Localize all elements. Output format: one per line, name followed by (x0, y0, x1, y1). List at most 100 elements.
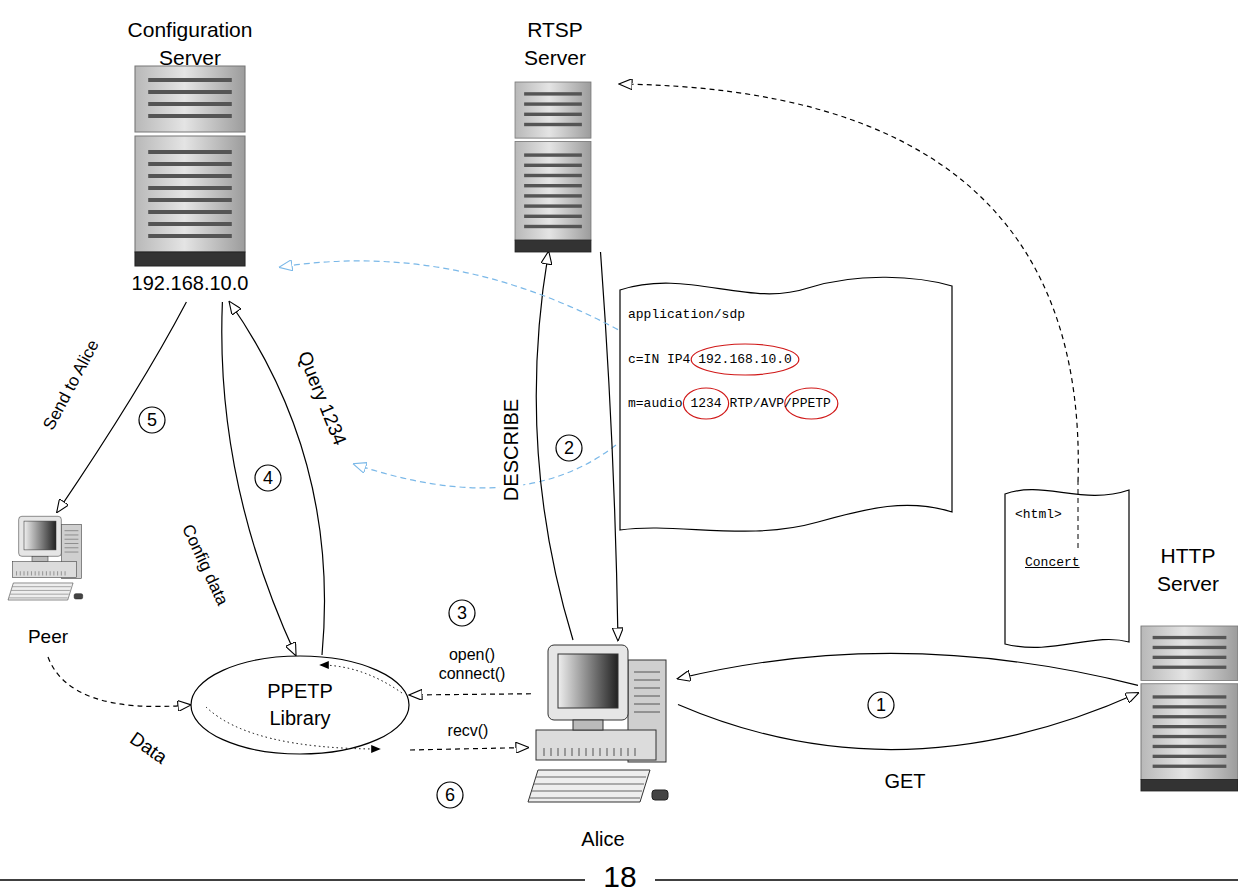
shape (515, 240, 591, 252)
shape (32, 556, 48, 561)
shape (74, 594, 83, 599)
shape (65, 534, 79, 535)
shape (524, 113, 582, 116)
leader-line (354, 445, 616, 488)
shape (1153, 765, 1227, 768)
node-text: Concert (1025, 554, 1080, 572)
edge-label: recv() (445, 721, 492, 740)
page-rule (0, 879, 585, 881)
shape (614, 748, 615, 756)
shape (1153, 725, 1227, 728)
shape (634, 688, 660, 689)
shape (148, 78, 232, 82)
shape (524, 204, 582, 207)
shape (1153, 646, 1227, 649)
server-icon (1141, 626, 1238, 791)
shape (10, 594, 69, 595)
node-text: <html> (1015, 506, 1062, 524)
shape (621, 748, 622, 756)
shape (579, 748, 580, 756)
shape (524, 184, 582, 187)
shape (65, 543, 79, 544)
shape (135, 252, 245, 266)
shape (148, 222, 232, 226)
callout-number: 1 (876, 696, 886, 714)
node-text: Peer (28, 624, 68, 650)
library-outline (190, 655, 410, 755)
shape (19, 516, 62, 556)
shape (528, 770, 650, 802)
node-text: HTTP Server (1143, 542, 1233, 599)
shape (135, 136, 245, 252)
shape (42, 571, 43, 575)
page-rule (655, 879, 1238, 881)
shape (524, 194, 582, 197)
shape (65, 547, 79, 548)
config-server: Configuration Server192.168.10.0 (100, 12, 280, 302)
connector (678, 693, 1138, 750)
shape (530, 798, 640, 799)
connector (410, 694, 531, 695)
edge-label: Config data (175, 519, 233, 612)
shape (524, 123, 582, 126)
shape (1153, 715, 1227, 718)
connector (601, 252, 619, 640)
shape (524, 164, 582, 167)
edge-label: DESCRIBE (499, 396, 523, 504)
shape (515, 142, 591, 241)
connector (678, 653, 1138, 685)
shape (634, 680, 660, 681)
shape (46, 571, 47, 575)
connector (57, 302, 186, 512)
shape (65, 571, 66, 575)
shape (593, 748, 594, 756)
shape (1005, 490, 1129, 648)
node-text: Alice (581, 826, 624, 853)
shape (544, 748, 545, 756)
shape (24, 571, 25, 575)
shape (57, 571, 58, 575)
shape (1153, 745, 1227, 748)
shape (24, 521, 56, 550)
computer-icon (8, 512, 88, 607)
shape (1153, 735, 1227, 738)
shape (532, 791, 642, 792)
connector (280, 261, 618, 330)
shape (548, 645, 628, 720)
shape (652, 790, 668, 800)
shape (573, 720, 603, 730)
leader-line (1078, 482, 1079, 548)
edge-label: Send to Alice (38, 334, 105, 437)
shape (53, 571, 54, 575)
shape (65, 530, 79, 531)
peer-computer: Peer (2, 512, 94, 657)
library-ellipse: PPETP Library (190, 655, 410, 755)
shape (148, 198, 232, 202)
computer-icon (528, 640, 678, 812)
shape (50, 571, 51, 575)
shape (586, 748, 587, 756)
shape (148, 234, 232, 238)
shape (1153, 755, 1227, 758)
edge-label: Query 1234 (292, 345, 353, 451)
shape (1141, 684, 1238, 780)
shape (524, 174, 582, 177)
shape (634, 672, 660, 673)
shape (635, 748, 636, 756)
node-text: application/sdp (628, 306, 745, 324)
shape (16, 571, 17, 575)
rtsp-server: RTSP Server (490, 12, 620, 252)
shape (607, 748, 608, 756)
shape (628, 748, 629, 756)
server-icon (135, 66, 245, 266)
server-icon (515, 82, 591, 252)
shape (1141, 626, 1238, 680)
shape (20, 571, 21, 575)
shape (634, 712, 660, 713)
shape (572, 748, 573, 756)
shape (524, 92, 582, 95)
node-text: Configuration Server (110, 16, 270, 73)
shape (135, 66, 245, 132)
connector (536, 252, 573, 640)
